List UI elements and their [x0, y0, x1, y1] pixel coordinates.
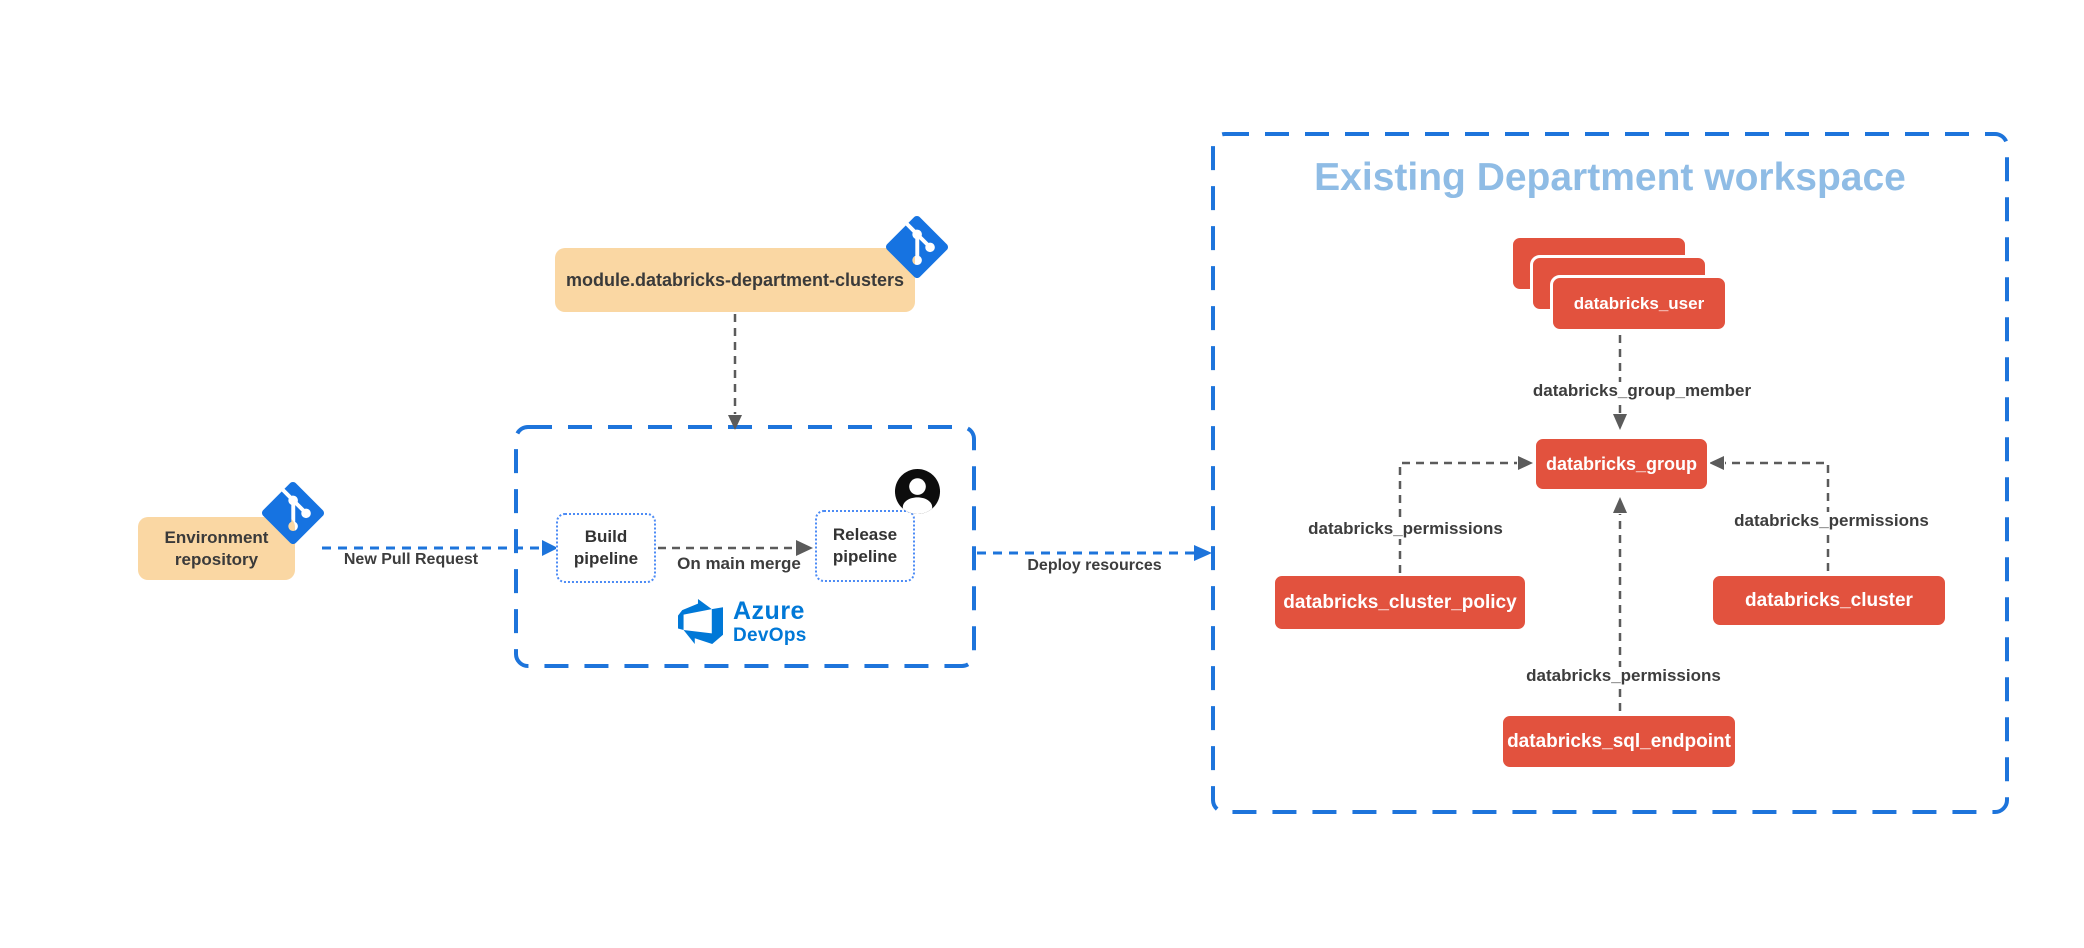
edge-label-permissions-right: databricks_permissions — [1721, 511, 1942, 531]
databricks-sql-endpoint-label: databricks_sql_endpoint — [1507, 730, 1731, 752]
azure-devops-icon — [678, 599, 723, 644]
edge-label-on-main-merge: On main merge — [677, 554, 801, 573]
azure-devops-wordmark: Azure DevOps — [733, 597, 807, 646]
databricks-group-label: databricks_group — [1545, 453, 1698, 474]
arrowhead-permissions-right — [1709, 456, 1724, 470]
devops-word: DevOps — [733, 625, 807, 646]
node-databricks-cluster: databricks_cluster — [1710, 573, 1948, 628]
environment-repository-label: Environment repository — [164, 528, 269, 569]
node-databricks-user: databricks_user — [1550, 275, 1728, 332]
arrowhead-module-to-pipeline — [728, 415, 742, 430]
arrowhead-on-main-merge — [796, 540, 813, 556]
workspace-container — [1211, 132, 2009, 814]
edge-label-new-pull-request: New Pull Request — [328, 551, 494, 569]
user-icon — [894, 468, 941, 515]
edge-label-permissions-left: databricks_permissions — [1295, 519, 1516, 539]
databricks-cluster-label: databricks_cluster — [1745, 589, 1913, 611]
node-environment-repository: Environment repository — [138, 517, 295, 580]
azure-devops-logo: Azure DevOps — [678, 599, 807, 645]
databricks-cluster-policy-label: databricks_cluster_policy — [1283, 591, 1517, 613]
node-databricks-sql-endpoint: databricks_sql_endpoint — [1500, 713, 1738, 770]
node-module: module.databricks-department-clusters — [555, 248, 915, 312]
release-pipeline-label: Release pipeline — [832, 524, 898, 566]
git-icon — [262, 482, 324, 544]
edge-label-deploy-resources: Deploy resources — [1027, 557, 1162, 574]
edge-permissions-left — [1398, 461, 1517, 573]
node-databricks-group: databricks_group — [1533, 436, 1710, 492]
arrowhead-new-pull-request — [542, 540, 558, 556]
node-build-pipeline: Build pipeline — [556, 513, 656, 583]
build-pipeline-label: Build pipeline — [573, 526, 639, 568]
arrowhead-permissions-center — [1613, 497, 1627, 513]
arrowhead-deploy-resources — [1194, 545, 1212, 561]
edge-label-group-member: databricks_group_member — [1519, 381, 1765, 401]
arrowhead-permissions-left — [1518, 456, 1533, 470]
arrowhead-group-member — [1613, 414, 1627, 430]
node-databricks-cluster-policy: databricks_cluster_policy — [1272, 573, 1528, 632]
module-label: module.databricks-department-clusters — [565, 269, 905, 290]
git-icon — [886, 216, 948, 278]
databricks-user-label: databricks_user — [1573, 293, 1705, 313]
node-release-pipeline: Release pipeline — [815, 510, 915, 582]
azure-word: Azure — [733, 597, 805, 625]
edge-permissions-right — [1725, 461, 1830, 571]
edge-label-permissions-center: databricks_permissions — [1513, 666, 1734, 686]
workspace-title: Existing Department workspace — [1314, 156, 1906, 199]
